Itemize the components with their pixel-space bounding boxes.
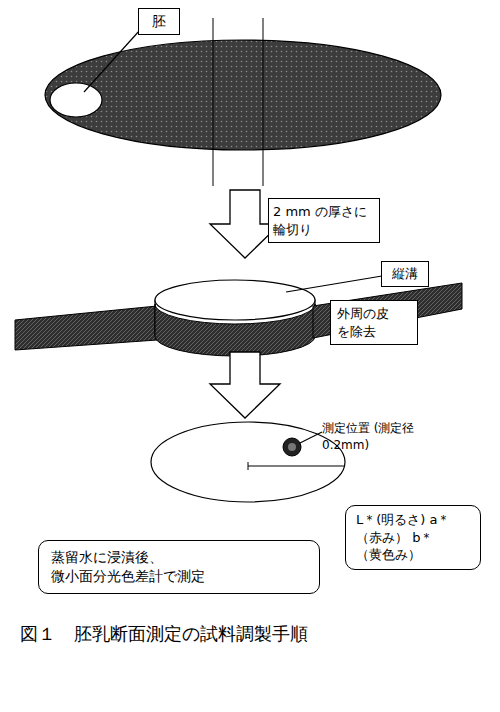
center-mark — [248, 462, 249, 470]
box-text: L＊(明るさ) a＊（赤み） b＊（黄色み） — [356, 511, 460, 564]
box-text: 2 mm の厚さに 輪切り — [273, 203, 375, 238]
leader-line — [300, 432, 322, 443]
radius-line — [248, 465, 345, 466]
measure-spot — [283, 438, 301, 456]
box-text: 縦溝 — [386, 265, 424, 283]
box-text: 外周の皮 を除去 — [337, 305, 409, 340]
leader-line — [286, 276, 382, 292]
rice-grain — [45, 40, 441, 150]
step-note-box: 2 mm の厚さに 輪切り — [268, 198, 380, 243]
measure-spot-core — [288, 443, 296, 451]
disk-top — [155, 280, 315, 320]
figure-caption: 図１ 胚乳断面測定の試料調製手順 — [20, 622, 308, 646]
position-note: 測定位置 (測定径 0.2mm) — [322, 420, 434, 454]
box-text: 蒸留水に浸漬後、 微小面分光色差計で測定 — [51, 548, 216, 586]
cut-line — [213, 18, 214, 186]
leader-line — [84, 30, 140, 92]
peel-strip — [15, 306, 157, 350]
part-label-box: 胚 — [138, 8, 180, 35]
measure-item-box: L＊(明るさ) a＊（赤み） b＊（黄色み） — [345, 505, 481, 570]
cut-line — [263, 18, 264, 186]
cross-section — [151, 422, 345, 502]
method-box: 蒸留水に浸漬後、 微小面分光色差計で測定 — [38, 540, 320, 594]
box-text: 胚 — [144, 12, 174, 31]
process-arrow — [210, 352, 280, 418]
embryo — [50, 83, 102, 117]
part-label-box: 縦溝 — [381, 261, 429, 287]
step-note-box: 外周の皮 を除去 — [330, 300, 418, 345]
